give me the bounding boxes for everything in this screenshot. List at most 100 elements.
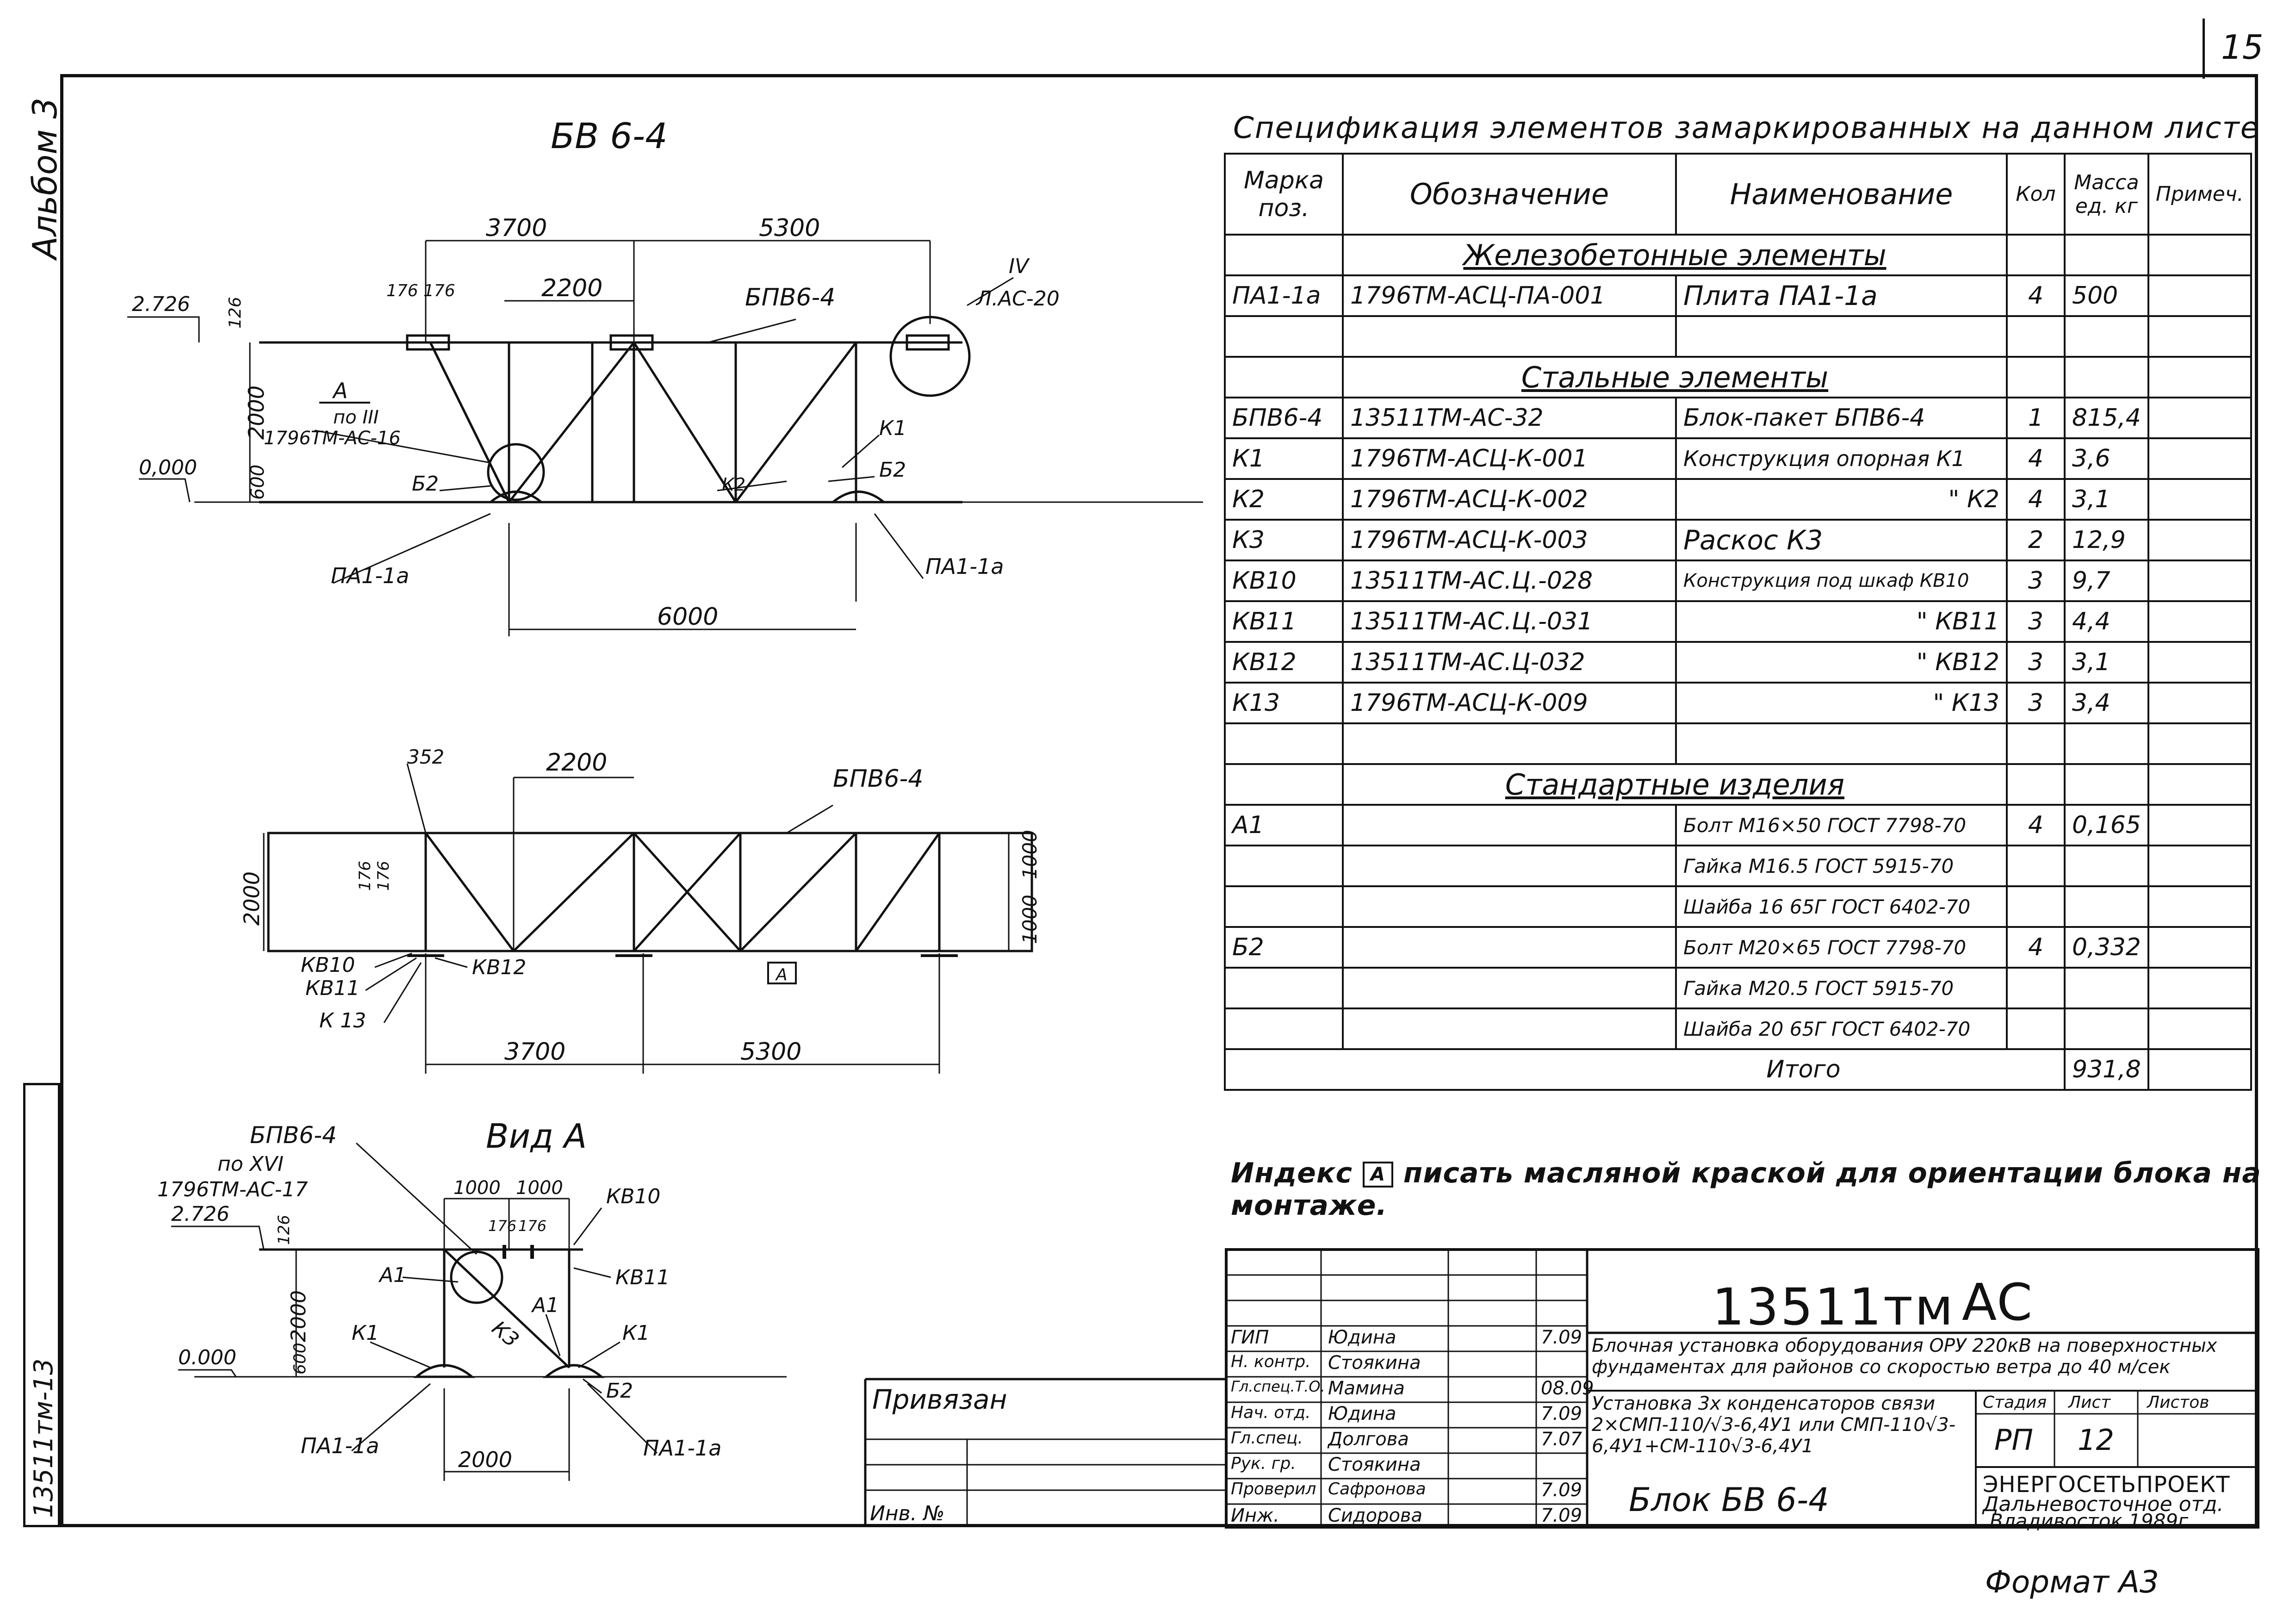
d1-dim-176b: 176 xyxy=(423,281,455,300)
tb-name: Сафронова xyxy=(1328,1480,1426,1499)
cell-designation xyxy=(1342,845,1677,887)
cell-qty: 4 xyxy=(2006,274,2066,317)
table-row: БПВ6-4 13511ТМ-АС-32 Блок-пакет БПВ6-4 1… xyxy=(1224,397,2252,439)
d2-dim-3700: 3700 xyxy=(504,1038,565,1066)
d2-label-k13: К 13 xyxy=(319,1009,366,1032)
cell-name: Раскос К3 xyxy=(1675,519,2008,561)
cell-qty: 3 xyxy=(2006,600,2066,643)
cell-mass: 815,4 xyxy=(2064,397,2149,439)
cell-mass: 9,7 xyxy=(2064,560,2149,602)
drawing3-view-a xyxy=(171,1142,787,1481)
cell-note xyxy=(2147,845,2252,887)
d1-dim-6000: 6000 xyxy=(657,603,718,631)
d2-dim-5300: 5300 xyxy=(740,1038,801,1066)
privyazan-label: Привязан xyxy=(872,1384,1007,1415)
d3-level-top: 2.726 xyxy=(171,1202,230,1226)
cell-designation xyxy=(1342,1007,1677,1050)
table-row: Гайка М16.5 ГОСТ 5915-70 xyxy=(1224,845,2252,887)
cell-mark: КВ10 xyxy=(1224,560,1344,602)
d1-dim-5300: 5300 xyxy=(759,214,820,242)
cell-name: Шайба 20 65Г ГОСТ 6402-70 xyxy=(1675,1007,2008,1050)
cell-qty: 3 xyxy=(2006,682,2066,724)
d1-ref-iii-doc: 1796ТМ-АС-16 xyxy=(264,428,401,449)
d3-dim-2000: 2000 xyxy=(287,1290,310,1342)
table-row: КВ12 13511ТМ-АС.Ц-032 " КВ12 3 3,1 xyxy=(1224,641,2252,684)
cell-name: Гайка М16.5 ГОСТ 5915-70 xyxy=(1675,845,2008,887)
table-row: К13 1796ТМ-АСЦ-К-009 " К13 3 3,4 xyxy=(1224,682,2252,724)
table-row: К1 1796ТМ-АСЦ-К-001 Конструкция опорная … xyxy=(1224,437,2252,480)
cell-mark: КВ11 xyxy=(1224,600,1344,643)
cell-mark xyxy=(1224,885,1344,928)
cell-qty: 4 xyxy=(2006,437,2066,480)
spec-header-designation: Обозначение xyxy=(1342,153,1677,236)
d3-label-a1-left: А1 xyxy=(378,1263,406,1287)
tb-role: Н. контр. xyxy=(1231,1352,1311,1371)
cell-qty xyxy=(2006,885,2066,928)
d3-dim-176a: 176 xyxy=(488,1217,516,1235)
index-note-after: писать масляной краской для ориентации б… xyxy=(1231,1157,2261,1222)
d3-label-pa-left: ПА1-1а xyxy=(301,1433,379,1458)
subject: Установка 3х конденсаторов связи 2×СМП-1… xyxy=(1592,1393,1956,1457)
cell-mass xyxy=(2064,1007,2149,1050)
cell-name: Гайка М20.5 ГОСТ 5915-70 xyxy=(1675,967,2008,1009)
cell-qty xyxy=(2006,845,2066,887)
spec-total-row: Итого 931,8 xyxy=(1224,1048,2252,1091)
d2-label-kv11: КВ11 xyxy=(305,976,360,1000)
cell-name: Конструкция опорная К1 xyxy=(1675,437,2008,480)
d2-dim-2000: 2000 xyxy=(239,871,264,926)
d1-level-zero: 0,000 xyxy=(139,456,197,479)
spec-table: Марка поз. Обозначение Наименование Кол … xyxy=(1224,153,2252,1091)
table-row: К2 1796ТМ-АСЦ-К-002 " К2 4 3,1 xyxy=(1224,478,2252,521)
cell-designation: 13511ТМ-АС.Ц.-028 xyxy=(1342,560,1677,602)
cell-mass: 3,6 xyxy=(2064,437,2149,480)
d3-label-a1-right: А1 xyxy=(531,1293,559,1317)
sheet-value: 12 xyxy=(2078,1423,2114,1457)
cell-mark: К1 xyxy=(1224,437,1344,480)
tb-name: Стоякина xyxy=(1328,1454,1421,1475)
cell-note xyxy=(2147,885,2252,928)
table-row: А1 Болт М16×50 ГОСТ 7798-70 4 0,165 xyxy=(1224,804,2252,846)
spec-section-title: Стандартные изделия xyxy=(1342,763,2008,806)
d3-dim-2000b: 2000 xyxy=(458,1447,512,1472)
d2-dim-2200: 2200 xyxy=(546,749,607,777)
table-row: Шайба 16 65Г ГОСТ 6402-70 xyxy=(1224,885,2252,928)
d3-dim-126: 126 xyxy=(275,1215,293,1245)
cell-mass: 12,9 xyxy=(2064,519,2149,561)
d2-label-kv12: КВ12 xyxy=(472,956,526,979)
cell-mass: 500 xyxy=(2064,274,2149,317)
cell-note xyxy=(2147,397,2252,439)
spec-header-qty: Кол xyxy=(2006,153,2066,236)
cell-name: Болт М16×50 ГОСТ 7798-70 xyxy=(1675,804,2008,846)
d3-label-pa-right: ПА1-1а xyxy=(643,1436,721,1461)
cell-mark: А1 xyxy=(1224,804,1344,846)
cell-qty xyxy=(2006,1007,2066,1050)
spec-header-mass: Масса ед. кг xyxy=(2064,153,2149,236)
cell-note xyxy=(2147,274,2252,317)
cell-designation xyxy=(1342,926,1677,969)
cell-note xyxy=(2147,641,2252,684)
cell-qty: 2 xyxy=(2006,519,2066,561)
cell-note xyxy=(2147,926,2252,969)
cell-qty: 3 xyxy=(2006,641,2066,684)
cell-designation: 1796ТМ-АСЦ-К-002 xyxy=(1342,478,1677,521)
cell-qty: 4 xyxy=(2006,804,2066,846)
d3-dim-1000b: 1000 xyxy=(516,1177,563,1199)
d1-dim-176a: 176 xyxy=(386,281,418,300)
side-stub xyxy=(23,1083,60,1527)
d1-ref-iv-doc: Л.АС-20 xyxy=(975,287,1060,311)
d2-block-label: БПВ6-4 xyxy=(833,765,923,793)
cell-name: Конструкция под шкаф КВ10 xyxy=(1675,560,2008,602)
spec-header-mark: Марка поз. xyxy=(1224,153,1344,236)
cell-mass xyxy=(2064,967,2149,1009)
drawing2-plan xyxy=(263,763,1033,1074)
d1-dim-2200: 2200 xyxy=(541,274,602,302)
cell-note xyxy=(2147,804,2252,846)
drawing-code: 13511тм xyxy=(1712,1277,1955,1337)
d2-dim-352: 352 xyxy=(407,746,444,768)
tb-date: 08.09 xyxy=(1541,1378,1594,1399)
d1-ref-iii: по III xyxy=(333,407,379,428)
table-row: КВ11 13511ТМ-АС.Ц.-031 " КВ11 3 4,4 xyxy=(1224,600,2252,643)
table-row xyxy=(1224,722,2252,765)
drawing1-title: БВ 6-4 xyxy=(551,115,668,156)
